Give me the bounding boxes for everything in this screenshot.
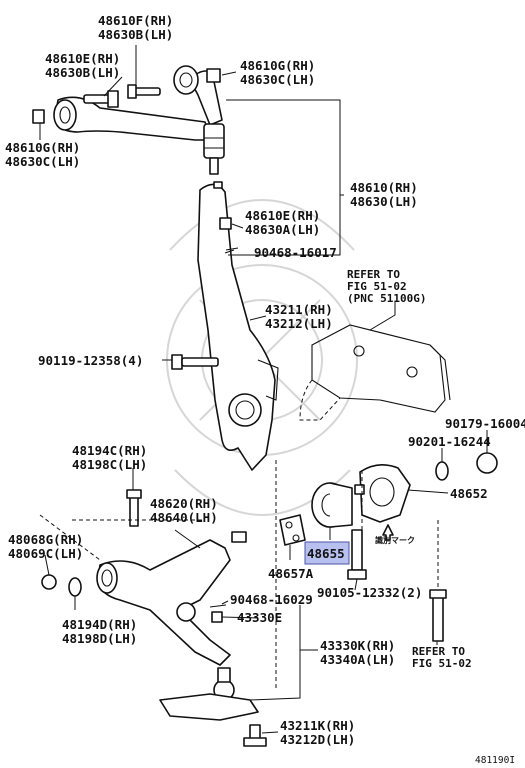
label-48630a: 48630A(LH): [245, 222, 320, 237]
label-43212d: 43212D(LH): [280, 732, 355, 747]
knuckle-nut: [219, 217, 232, 230]
label-48640: 48640(LH): [150, 510, 218, 525]
bolt-guide-lines: [361, 470, 439, 590]
label-48630: 48630(LH): [350, 194, 418, 209]
upper-arm-hardware: [32, 68, 221, 124]
label-90468-16029: 90468-16029: [230, 592, 313, 607]
lower-ball-joint: [159, 667, 267, 747]
label-90201: 90201-16244: [408, 434, 491, 449]
bushing-48655: [311, 482, 353, 528]
label-pnc: (PNC 51100G): [347, 292, 426, 305]
label-43340a: 43340A(LH): [320, 652, 395, 667]
label-48657a: 48657A: [268, 566, 314, 581]
crossmember: [299, 324, 451, 421]
label-43330k: 43330K(RH): [320, 638, 395, 653]
label-48610g: 48610G(RH): [240, 58, 315, 73]
alignment-lines: [39, 460, 277, 690]
bolt-refer: [429, 589, 447, 642]
upper-ball-joint: [203, 123, 225, 175]
label-43211k: 43211K(RH): [280, 718, 355, 733]
part-labels: 48610F(RH) 48630B(LH) 48610E(RH) 48630B(…: [5, 13, 525, 766]
mark-arrow-icon: [382, 524, 394, 541]
label-90179: 90179-16004: [445, 416, 525, 431]
figure-number: 481190I: [475, 755, 515, 766]
cotter-pin-upper: [225, 247, 239, 251]
leader-lines: [39, 45, 488, 734]
label-48655: 48655: [307, 546, 345, 561]
label-90468-16017: 90468-16017: [254, 245, 337, 260]
label-48630b: 48630B(LH): [98, 27, 173, 42]
label-48610g-2: 48610G(RH): [5, 140, 80, 155]
label-43211: 43211(RH): [265, 302, 333, 317]
label-48620: 48620(RH): [150, 496, 218, 511]
label-fig-51-02-2: FIG 51-02: [412, 657, 472, 670]
label-identification-mark: 識別マーク: [375, 535, 415, 545]
label-refer-to: REFER TO: [347, 268, 400, 281]
label-48610e-2: 48610E(RH): [245, 208, 320, 223]
label-48194d: 48194D(RH): [62, 617, 137, 632]
knuckle-bolt: [171, 354, 219, 370]
label-48610e: 48610E(RH): [45, 51, 120, 66]
label-48630c: 48630C(LH): [240, 72, 315, 87]
label-90105: 90105-12332(2): [317, 585, 422, 600]
label-48630c-2: 48630C(LH): [5, 154, 80, 169]
steering-knuckle: [197, 181, 279, 471]
label-48610: 48610(RH): [350, 180, 418, 195]
bolt-90105: [347, 529, 367, 580]
lower-arm-hardware: [41, 489, 247, 623]
bushing-bracket: [359, 464, 411, 523]
upper-control-arm: [53, 65, 223, 141]
label-refer-to-2: REFER TO: [412, 645, 465, 658]
label-48198c: 48198C(LH): [72, 457, 147, 472]
lower-control-arm: [96, 539, 231, 666]
label-48198d: 48198D(LH): [62, 631, 137, 646]
label-43330e: 43330E: [237, 610, 282, 625]
label-90119: 90119-12358(4): [38, 353, 143, 368]
plate-48657a: [279, 514, 306, 546]
label-48630b-2: 48630B(LH): [45, 65, 120, 80]
label-48194c: 48194C(RH): [72, 443, 147, 458]
cotter-pin-lower: [209, 604, 227, 608]
label-fig-51-02: FIG 51-02: [347, 280, 407, 293]
label-48068g: 48068G(RH): [8, 532, 83, 547]
label-43212: 43212(LH): [265, 316, 333, 331]
label-48652: 48652: [450, 486, 488, 501]
label-48610f: 48610F(RH): [98, 13, 173, 28]
label-48069c: 48069C(LH): [8, 546, 83, 561]
highlight-box: [304, 541, 350, 565]
